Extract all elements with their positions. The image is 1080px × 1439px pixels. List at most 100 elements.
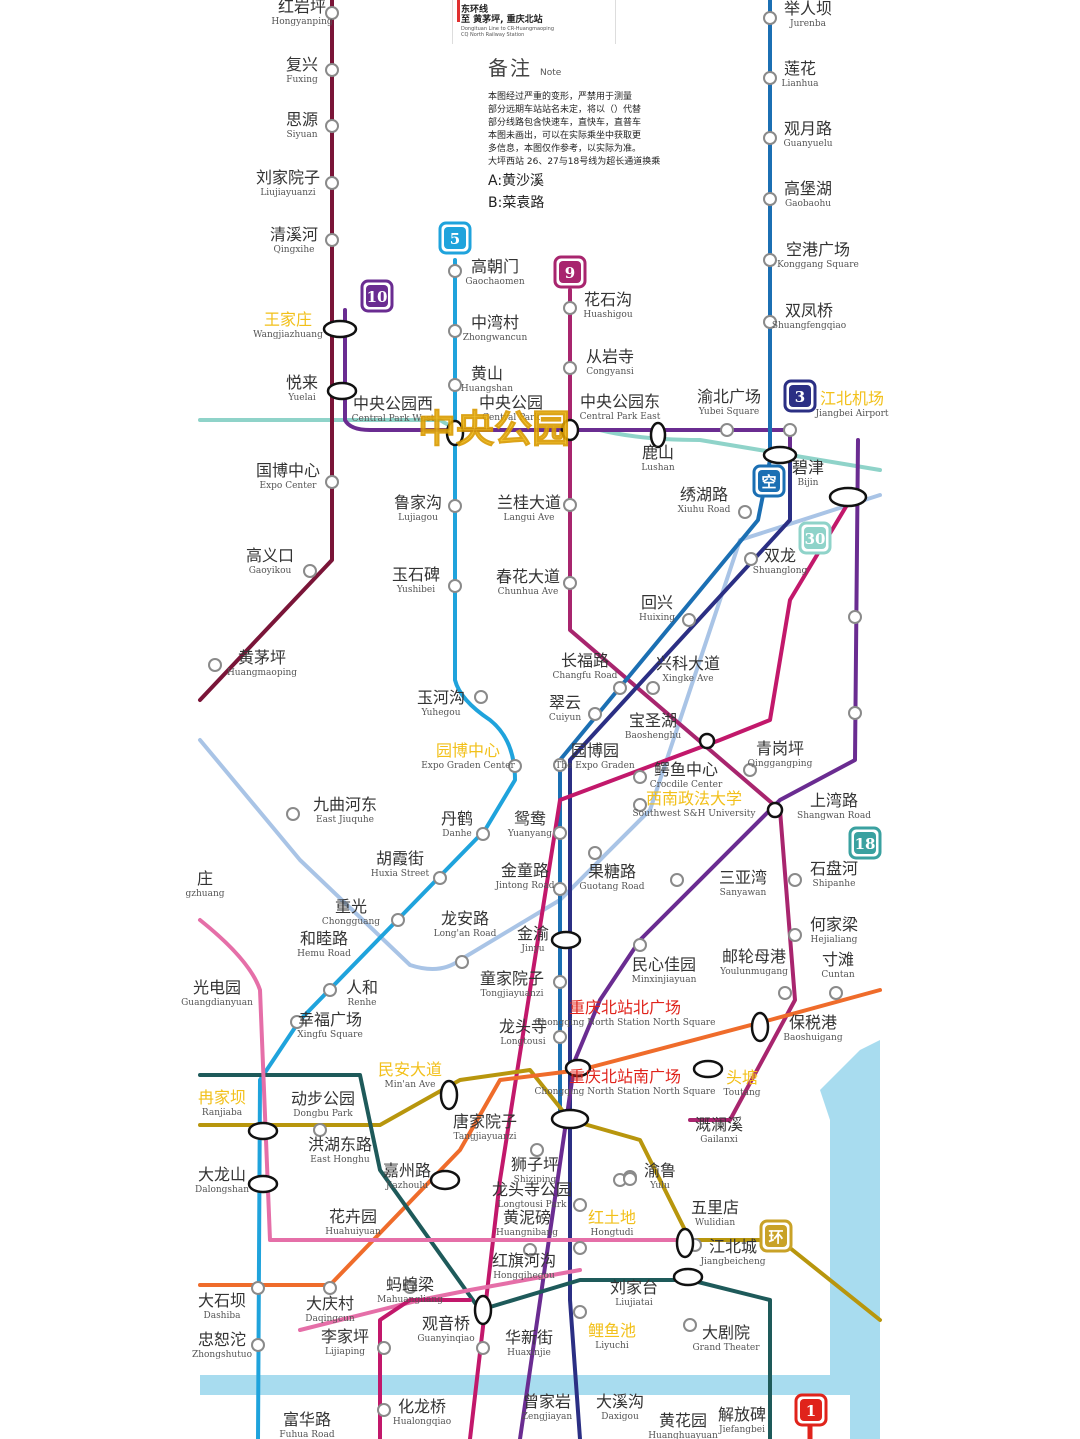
- station-dot[interactable]: [682, 613, 696, 627]
- interchange-station[interactable]: [649, 421, 667, 449]
- interchange-station[interactable]: [828, 486, 868, 508]
- station-dot[interactable]: [848, 610, 862, 624]
- station-dot[interactable]: [683, 1318, 697, 1332]
- station-dot[interactable]: [553, 1030, 567, 1044]
- station-dot[interactable]: [313, 1123, 327, 1137]
- station-dot[interactable]: [763, 253, 777, 267]
- station-dot[interactable]: [208, 658, 222, 672]
- interchange-station[interactable]: [439, 1079, 459, 1111]
- station-dot[interactable]: [251, 1338, 265, 1352]
- station-dot[interactable]: [778, 986, 792, 1000]
- station-dot[interactable]: [377, 1341, 391, 1355]
- station-dot[interactable]: [573, 1198, 587, 1212]
- station-dot[interactable]: [476, 1341, 490, 1355]
- station-dot[interactable]: [588, 846, 602, 860]
- station-name-cn: 解放碑: [718, 1405, 766, 1424]
- station-dot[interactable]: [563, 576, 577, 590]
- interchange-station[interactable]: [473, 1294, 493, 1326]
- station-dot[interactable]: [325, 63, 339, 77]
- interchange-station[interactable]: [692, 1059, 724, 1079]
- station-dot[interactable]: [563, 301, 577, 315]
- interchange-station[interactable]: [564, 1058, 592, 1078]
- station-dot[interactable]: [623, 1172, 637, 1186]
- station-dot[interactable]: [553, 975, 567, 989]
- interchange-station[interactable]: [550, 930, 582, 950]
- station-dot[interactable]: [377, 1403, 391, 1417]
- station-dot[interactable]: [563, 498, 577, 512]
- station-dot[interactable]: [448, 324, 462, 338]
- station-dot[interactable]: [573, 1241, 587, 1255]
- station-dot[interactable]: [251, 1281, 265, 1295]
- station-dot[interactable]: [829, 986, 843, 1000]
- station-dot[interactable]: [788, 873, 802, 887]
- station-dot[interactable]: [508, 759, 522, 773]
- station-dot[interactable]: [633, 798, 647, 812]
- station-dot[interactable]: [523, 1243, 537, 1257]
- interchange-station[interactable]: [698, 732, 716, 750]
- station-dot[interactable]: [303, 564, 317, 578]
- station-markers[interactable]: [208, 6, 868, 1417]
- station-dot[interactable]: [563, 361, 577, 375]
- station-dot[interactable]: [448, 579, 462, 593]
- station-dot[interactable]: [530, 1143, 544, 1157]
- station-dot[interactable]: [553, 826, 567, 840]
- interchange-station[interactable]: [247, 1174, 279, 1194]
- station-dot[interactable]: [763, 11, 777, 25]
- station-dot[interactable]: [325, 475, 339, 489]
- station-dot[interactable]: [476, 827, 490, 841]
- station-dot[interactable]: [613, 681, 627, 695]
- station-dot[interactable]: [323, 1281, 337, 1295]
- station-dot[interactable]: [783, 423, 797, 437]
- interchange-station[interactable]: [766, 801, 784, 819]
- station-dot[interactable]: [633, 938, 647, 952]
- station-dot[interactable]: [743, 763, 757, 777]
- station-dot[interactable]: [573, 1305, 587, 1319]
- station-dot[interactable]: [553, 882, 567, 896]
- station-dot[interactable]: [788, 928, 802, 942]
- interchange-station[interactable]: [322, 319, 358, 339]
- station-dot[interactable]: [738, 505, 752, 519]
- interchange-station[interactable]: [445, 419, 465, 447]
- station-dot[interactable]: [286, 807, 300, 821]
- station-dot[interactable]: [670, 873, 684, 887]
- station-dot[interactable]: [323, 983, 337, 997]
- interchange-station[interactable]: [750, 1011, 770, 1043]
- interchange-station[interactable]: [672, 1267, 704, 1287]
- station-dot[interactable]: [763, 71, 777, 85]
- station-dot[interactable]: [553, 758, 567, 772]
- station-dot[interactable]: [325, 233, 339, 247]
- interchange-station[interactable]: [429, 1169, 461, 1191]
- station-dot[interactable]: [448, 264, 462, 278]
- station-dot[interactable]: [763, 315, 777, 329]
- station-dot[interactable]: [290, 1015, 304, 1029]
- station-dot[interactable]: [474, 690, 488, 704]
- interchange-station[interactable]: [675, 1227, 695, 1259]
- station-dot[interactable]: [403, 1280, 417, 1294]
- station-dot[interactable]: [763, 131, 777, 145]
- interchange-station[interactable]: [762, 445, 798, 465]
- station-dot[interactable]: [720, 423, 734, 437]
- station-dot[interactable]: [646, 681, 660, 695]
- interchange-station[interactable]: [550, 1108, 590, 1130]
- station-dot[interactable]: [455, 955, 469, 969]
- station-dot[interactable]: [391, 913, 405, 927]
- station-dot[interactable]: [448, 378, 462, 392]
- station-dot[interactable]: [325, 176, 339, 190]
- station-dot[interactable]: [433, 871, 447, 885]
- station-dot[interactable]: [325, 6, 339, 20]
- station-dot[interactable]: [588, 707, 602, 721]
- interchange-station[interactable]: [560, 418, 580, 442]
- station-dot[interactable]: [744, 552, 758, 566]
- interchange-station[interactable]: [247, 1121, 279, 1141]
- interchange-station[interactable]: [326, 381, 358, 401]
- station-dot[interactable]: [848, 706, 862, 720]
- station-dot[interactable]: [763, 192, 777, 206]
- station-dot[interactable]: [633, 770, 647, 784]
- station-dot[interactable]: [325, 119, 339, 133]
- station-dot[interactable]: [448, 499, 462, 513]
